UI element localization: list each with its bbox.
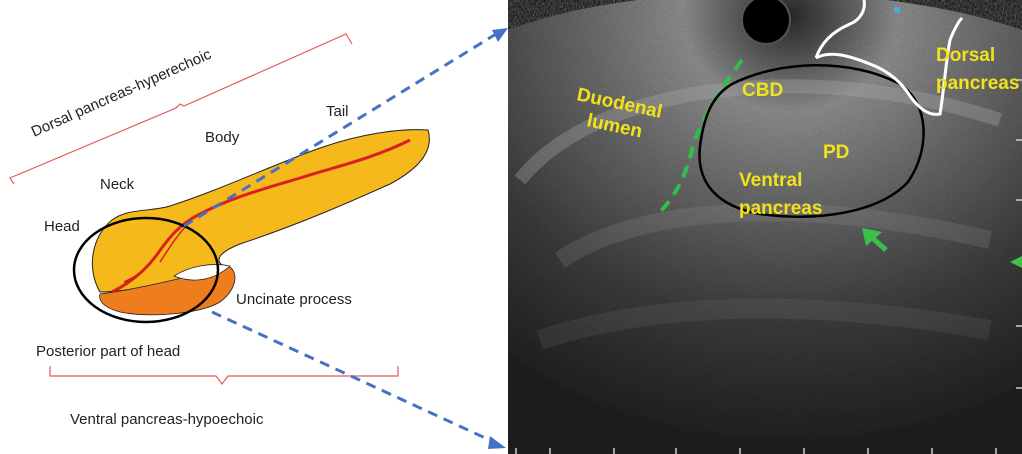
label-neck: Neck (100, 176, 135, 193)
label-pd: PD (823, 142, 849, 163)
label-dorsal: Dorsal (936, 45, 995, 66)
probe-circle (742, 0, 790, 44)
ultrasound-image: Duodenal lumen CBD PD Ventral pancreas D… (508, 0, 1022, 454)
label-dorsal-pancreas: Dorsal pancreas-hyperechoic (29, 46, 215, 141)
label-uncinate-process: Uncinate process (236, 291, 352, 308)
label-ventral-pancreas-us: pancreas (739, 198, 822, 219)
label-body: Body (205, 129, 240, 146)
label-dorsal-pancreas-us: pancreas (936, 73, 1019, 94)
ventral-bracket (50, 366, 398, 384)
label-cbd: CBD (742, 80, 783, 101)
label-ventral-pancreas: Ventral pancreas-hypoechoic (70, 411, 264, 428)
label-tail: Tail (326, 103, 349, 120)
label-posterior-head: Posterior part of head (36, 343, 180, 360)
label-head: Head (44, 218, 80, 235)
label-ventral: Ventral (739, 170, 802, 191)
pancreas-diagram: Dorsal pancreas-hyperechoic Tail Body Ne… (10, 28, 508, 449)
